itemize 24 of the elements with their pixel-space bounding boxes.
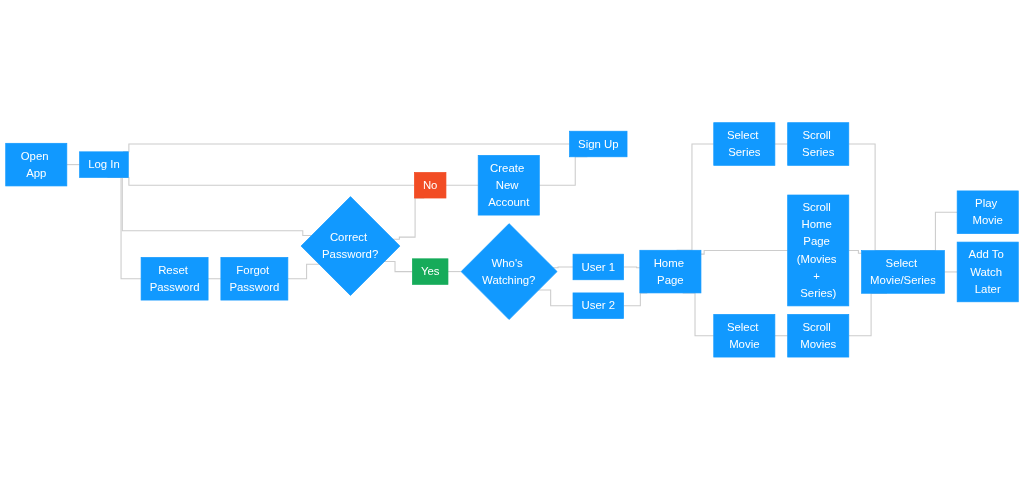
node-box: Add To Watch Later xyxy=(956,241,1019,303)
node-box: Open App xyxy=(5,143,68,187)
node-box: Play Movie xyxy=(956,190,1019,235)
node-diamond: Correct Password? xyxy=(300,196,401,296)
node-box: Create New Account xyxy=(477,155,540,216)
node-box: Home Page xyxy=(639,250,702,294)
node-box: No xyxy=(414,172,447,199)
node-box: Yes xyxy=(412,258,449,285)
node-box: User 1 xyxy=(572,253,624,281)
node-box: User 2 xyxy=(572,292,624,319)
connector xyxy=(445,184,479,186)
node-box: Forgot Password xyxy=(220,257,289,301)
node-box: Select Movie/Series xyxy=(861,250,945,294)
node-box: Log In xyxy=(79,151,129,178)
node-box: Reset Password xyxy=(140,257,209,301)
node-box: Sign Up xyxy=(569,131,628,158)
node-diamond: Who's Watching? xyxy=(460,223,558,321)
node-box: Scroll Movies xyxy=(787,314,850,358)
connector xyxy=(552,266,574,269)
node-box: Scroll Home Page (Movies + Series) xyxy=(787,194,850,307)
node-box: Scroll Series xyxy=(787,122,850,166)
connector xyxy=(700,250,789,255)
node-box: Select Movie xyxy=(713,314,776,358)
node-box: Select Series xyxy=(713,122,776,166)
